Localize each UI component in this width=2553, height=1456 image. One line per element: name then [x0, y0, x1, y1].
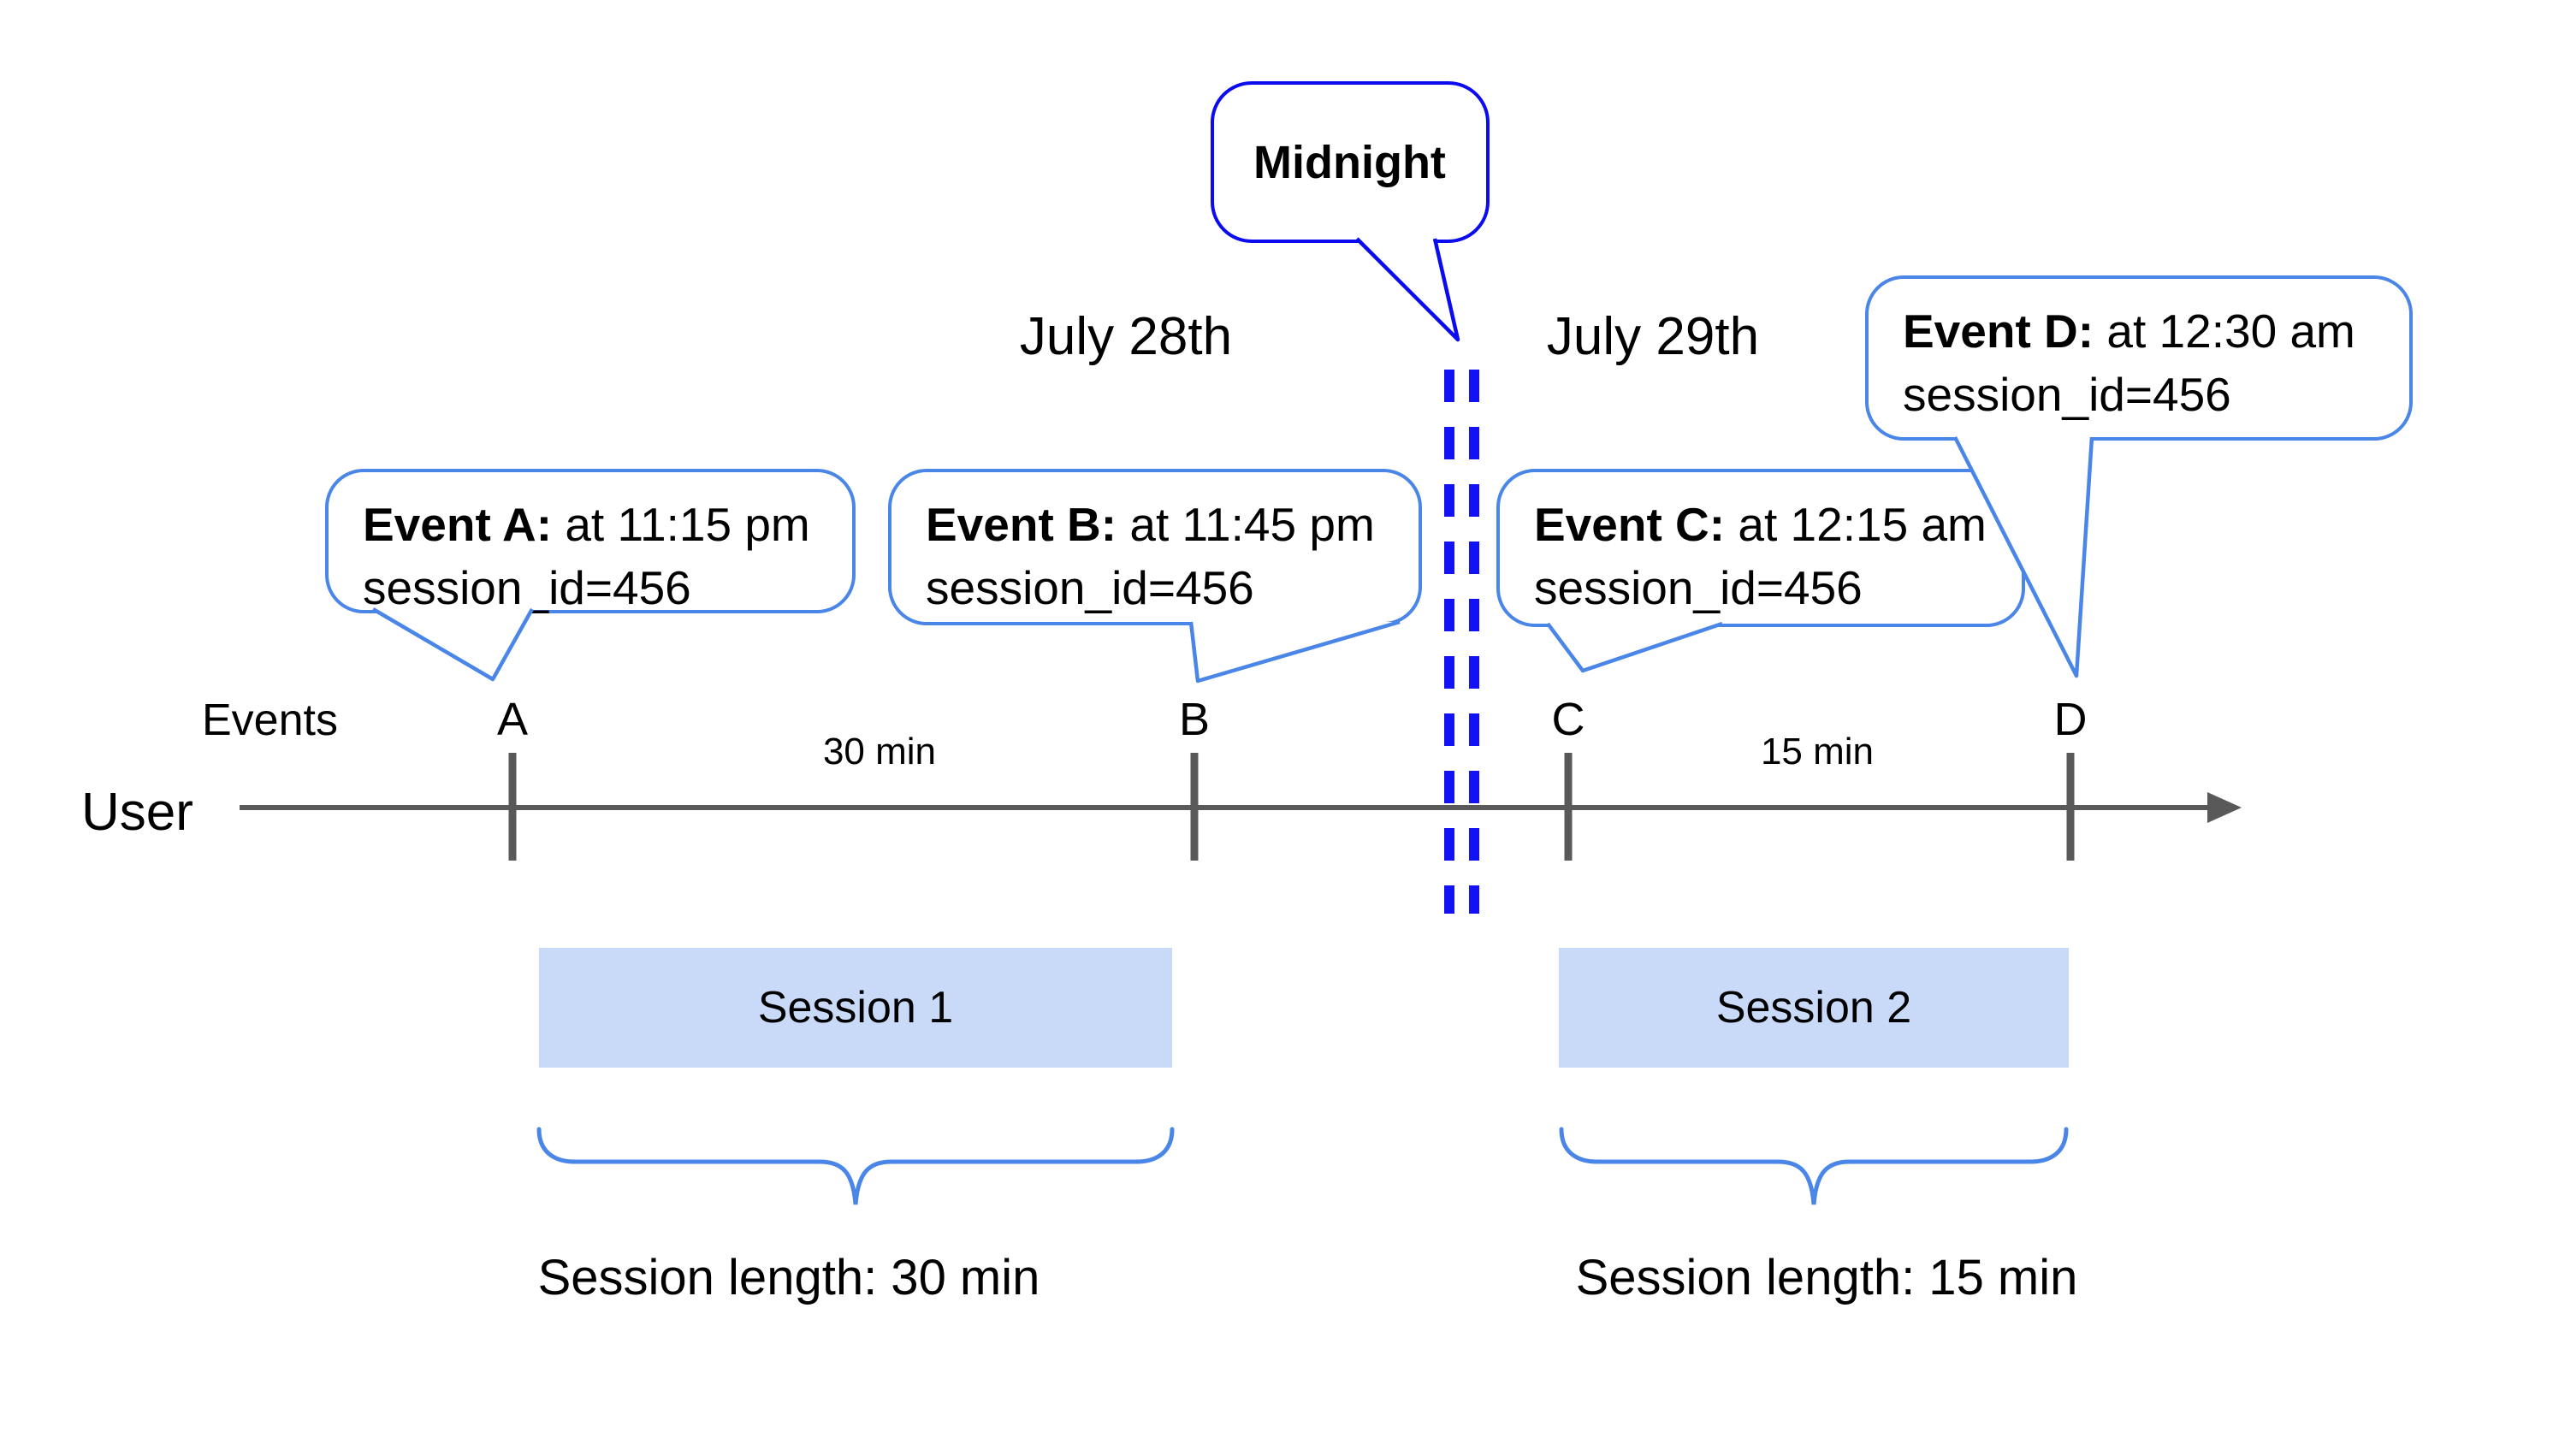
- callout-tail-b: [1188, 619, 1401, 684]
- gap-label-15min: 15 min: [1760, 731, 1875, 772]
- event-letter-d: D: [2053, 694, 2088, 745]
- callout-session-id: session_id=456: [926, 561, 1254, 614]
- callout-bubble-event-a: Event A: at 11:15 pm session_id=456: [325, 469, 856, 614]
- callout-event-name: Event A:: [363, 498, 553, 551]
- session-1-length-label: Session length: 30 min: [537, 1250, 1040, 1305]
- session-1-brace: [536, 1127, 1175, 1205]
- event-letter-a: A: [496, 694, 529, 745]
- callout-event-time: at 11:15 pm: [552, 498, 810, 551]
- callout-bubble-event-d: Event D: at 12:30 am session_id=456: [1865, 275, 2413, 441]
- callout-event-name: Event C:: [1534, 498, 1726, 551]
- session-1-label: Session 1: [757, 983, 954, 1033]
- session-2-brace: [1559, 1127, 2069, 1205]
- arrow-right-icon: [2207, 792, 2242, 823]
- callout-event-name: Event D:: [1903, 305, 2094, 358]
- midnight-callout-label: Midnight: [1253, 136, 1446, 188]
- gap-label-30min: 30 min: [822, 731, 937, 772]
- callout-event-name: Event B:: [926, 498, 1117, 551]
- callout-event-time: at 11:45 pm: [1117, 498, 1375, 551]
- callout-line-1: Event A: at 11:15 pm: [363, 493, 818, 556]
- event-letter-c: C: [1551, 694, 1585, 745]
- date-label-july-29: July 29th: [1546, 307, 1760, 366]
- callout-event-time: at 12:15 am: [1725, 498, 1987, 551]
- midnight-callout-tail: [1355, 237, 1460, 342]
- midnight-callout-bubble: Midnight: [1211, 81, 1490, 243]
- event-letter-b: B: [1178, 694, 1211, 745]
- callout-line-1: Event C: at 12:15 am: [1534, 493, 1987, 556]
- session-2-label: Session 2: [1715, 983, 1912, 1033]
- callout-session-id: session_id=456: [1903, 368, 2231, 421]
- session-1-box: Session 1: [539, 948, 1172, 1068]
- events-row-label: Events: [202, 695, 338, 745]
- user-row-label: User: [81, 783, 193, 842]
- callout-bubble-event-b: Event B: at 11:45 pm session_id=456: [888, 469, 1422, 625]
- callout-tail-a: [371, 607, 534, 682]
- callout-bubble-event-c: Event C: at 12:15 am session_id=456: [1496, 469, 2025, 627]
- callout-line-1: Event B: at 11:45 pm: [926, 493, 1384, 556]
- session-2-length-label: Session length: 15 min: [1575, 1250, 2078, 1305]
- date-label-july-28: July 28th: [1019, 307, 1233, 366]
- callout-session-id: session_id=456: [363, 561, 691, 614]
- callout-tail-c: [1546, 621, 1723, 673]
- callout-line-1: Event D: at 12:30 am: [1903, 299, 2375, 363]
- callout-session-id: session_id=456: [1534, 561, 1863, 614]
- callout-event-time: at 12:30 am: [2094, 305, 2355, 358]
- session-2-box: Session 2: [1559, 948, 2069, 1068]
